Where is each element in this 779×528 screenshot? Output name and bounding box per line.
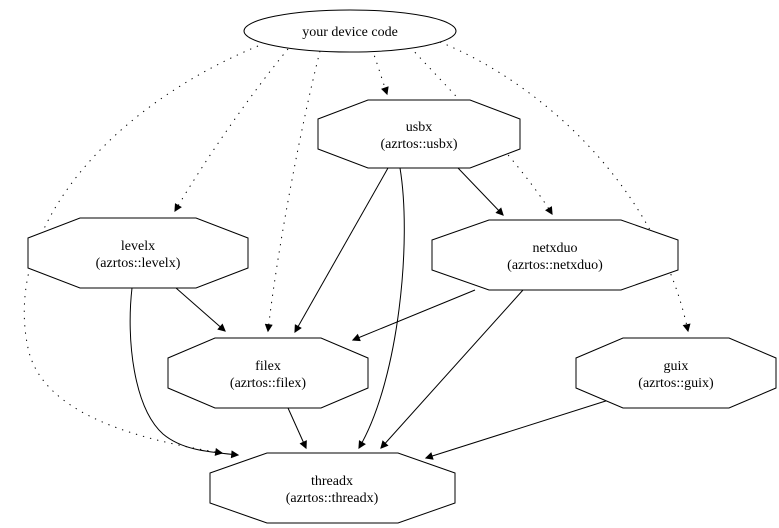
- edge-device-code-threadx: [23, 45, 259, 456]
- usbx-shape: [317, 99, 521, 169]
- edge-usbx-threadx: [358, 167, 405, 450]
- usbx-label: usbx: [406, 120, 432, 135]
- levelx-label: levelx: [121, 239, 155, 254]
- netxduo-shape: [431, 219, 679, 291]
- device-code-shape: [243, 9, 457, 53]
- edge-levelx-threadx: [129, 287, 240, 459]
- guix-label: guix: [664, 359, 689, 374]
- threadx-sublabel: (azrtos::threadx): [286, 491, 379, 506]
- usbx-sublabel: (azrtos::usbx): [381, 137, 458, 152]
- node-guix: guix (azrtos::guix): [575, 337, 777, 409]
- guix-sublabel: (azrtos::guix): [638, 376, 714, 391]
- guix-shape: [575, 337, 777, 409]
- edge-usbx-netxduo: [457, 167, 504, 216]
- edge-netxduo-threadx: [380, 289, 524, 449]
- node-threadx: threadx (azrtos::threadx): [209, 452, 456, 524]
- levelx-sublabel: (azrtos::levelx): [96, 256, 181, 271]
- node-filex: filex (azrtos::filex): [167, 337, 369, 409]
- edge-device-code-levelx: [174, 48, 289, 213]
- node-device-code: your device code: [243, 9, 457, 53]
- node-usbx: usbx (azrtos::usbx): [317, 99, 521, 169]
- levelx-shape: [27, 217, 249, 289]
- edge-levelx-filex: [175, 287, 226, 332]
- threadx-shape: [209, 452, 456, 524]
- netxduo-sublabel: (azrtos::netxduo): [507, 258, 603, 273]
- edge-filex-threadx: [287, 407, 307, 450]
- edge-guix-threadx: [424, 398, 613, 460]
- device-code-label: your device code: [302, 25, 398, 40]
- edge-netxduo-filex: [351, 289, 476, 342]
- edge-device-code-filex: [264, 50, 321, 333]
- filex-label: filex: [255, 359, 281, 374]
- node-netxduo: netxduo (azrtos::netxduo): [431, 219, 679, 291]
- filex-shape: [167, 337, 369, 409]
- filex-sublabel: (azrtos::filex): [230, 376, 307, 391]
- node-levelx: levelx (azrtos::levelx): [27, 217, 249, 289]
- edge-usbx-filex: [294, 167, 389, 334]
- netxduo-label: netxduo: [532, 241, 577, 256]
- threadx-label: threadx: [311, 474, 353, 489]
- edge-device-code-usbx: [371, 48, 389, 96]
